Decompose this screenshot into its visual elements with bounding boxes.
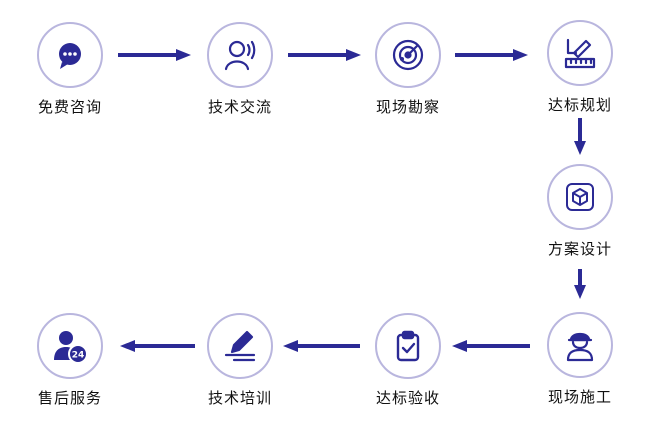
step-label: 技术交流 (207, 98, 272, 116)
step-circle (547, 312, 613, 378)
step-compliance-planning: 达标规划 (520, 20, 640, 115)
pen-sign-icon (224, 330, 256, 362)
ruler-pencil-icon (564, 38, 596, 69)
step-label: 方案设计 (547, 240, 612, 258)
step-site-survey: 现场勘察 (348, 22, 468, 117)
arrow-left (452, 340, 530, 352)
arrow-right (455, 49, 528, 61)
step-label: 售后服务 (37, 389, 102, 407)
arrow-right (288, 49, 361, 61)
step-label: 技术培训 (207, 389, 272, 407)
step-acceptance: 达标验收 (348, 313, 468, 408)
step-label: 现场施工 (547, 388, 612, 406)
step-circle (375, 22, 441, 88)
step-circle (37, 22, 103, 88)
step-label: 免费咨询 (37, 98, 102, 116)
step-circle (547, 20, 613, 86)
step-free-consultation: 免费咨询 (10, 22, 130, 117)
worker-icon (566, 332, 594, 362)
svg-text:24: 24 (72, 351, 85, 361)
step-label: 现场勘察 (375, 98, 440, 116)
step-circle (207, 22, 273, 88)
step-circle (375, 313, 441, 379)
step-solution-design: 方案设计 (520, 164, 640, 259)
arrow-down (574, 269, 586, 299)
chat-bubble-icon (59, 43, 81, 69)
step-label: 达标验收 (375, 389, 440, 407)
radar-icon (392, 39, 424, 71)
step-circle (207, 313, 273, 379)
step-onsite-construction: 现场施工 (520, 312, 640, 407)
user-voice-icon (224, 40, 256, 71)
arrow-left (283, 340, 360, 352)
step-technical-training: 技术培训 (180, 313, 300, 408)
step-label: 达标规划 (547, 96, 612, 114)
step-circle: 24 (37, 313, 103, 379)
cube-icon (566, 183, 594, 211)
clipboard-check-icon (396, 330, 420, 362)
arrow-right (118, 49, 191, 61)
service-24h-icon: 24 (54, 331, 88, 364)
arrow-left (120, 340, 195, 352)
step-circle (547, 164, 613, 230)
arrow-down (574, 118, 586, 155)
step-tech-exchange: 技术交流 (180, 22, 300, 117)
step-after-sales-service: 24 售后服务 (10, 313, 130, 408)
